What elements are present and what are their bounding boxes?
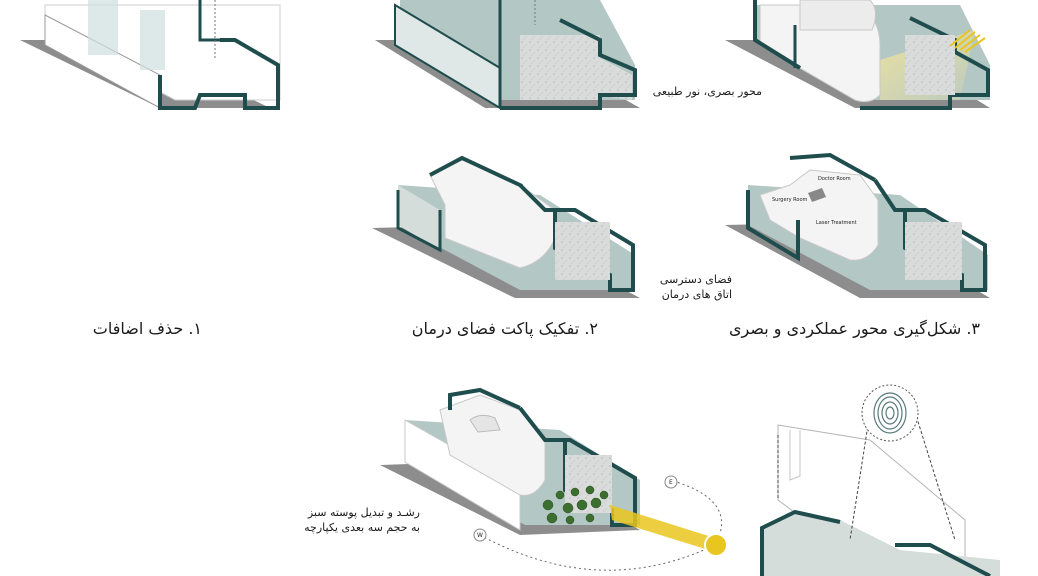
- model-4-side-wall: [398, 185, 440, 250]
- step-2-title: تفکیک پاکت فضای درمان: [411, 319, 580, 338]
- sun-icon: [704, 533, 728, 557]
- compass-east-label: E: [669, 479, 673, 486]
- annotation-green-skin-line2: به حجم سه بعدی یکپارچه: [304, 521, 420, 534]
- model-5-functional-axis: [725, 152, 990, 298]
- model-3-concrete-wall: [905, 35, 955, 95]
- annotation-treatment-access-line2: اتاق های درمان: [661, 288, 732, 301]
- room-label-surgery: Surgery Room: [772, 197, 808, 203]
- model-5-concrete-wall: [905, 222, 962, 280]
- fingerprint-icon: [873, 392, 907, 434]
- model-7-dashed-line: [914, 411, 956, 541]
- step-1-title: حذف اضافات: [92, 319, 184, 338]
- compass-east-marker: [664, 475, 678, 489]
- model-3-volume-upper: [799, 0, 876, 31]
- model-1-glass-partition: [88, 0, 118, 55]
- model-4-wall-outline: [396, 190, 442, 253]
- model-4-envelope: [372, 155, 640, 298]
- model-1-wall-outline: [158, 38, 280, 110]
- model-1-glass-partition: [140, 10, 165, 70]
- annotation-green-skin-line1: رشـد و تبدیل پوسته سبز: [307, 506, 420, 519]
- planting-column: [542, 485, 609, 525]
- annotation-treatment-access: فضای دسترسی اتاق های درمان: [660, 272, 732, 302]
- step-caption-3: ۳. شکل‌گیری محور عملکردی و بصری: [729, 319, 980, 338]
- step-1-number: ۱.: [188, 319, 202, 338]
- model-1-wall-outline: [198, 0, 232, 42]
- model-6-wall-outline: [448, 387, 521, 410]
- room-label-laser: Laser Treatment: [816, 220, 857, 226]
- model-2-concrete-wall: [520, 35, 600, 100]
- sun-path-arc: [479, 479, 723, 571]
- model-5-volume: [759, 169, 879, 261]
- model-2-concrete-wall: [595, 55, 632, 100]
- model-7-dashed-line: [849, 411, 871, 541]
- step-3-number: ۳.: [966, 319, 980, 338]
- compass-west-marker: [473, 528, 487, 542]
- fingerprint-badge: [861, 384, 919, 442]
- step-caption-1: ۱. حذف اضافات: [93, 319, 202, 338]
- model-5-access-marker: [808, 188, 826, 202]
- step-3-title: شکل‌گیری محور عملکردی و بصری: [729, 319, 962, 338]
- model-4-wall-outline: [429, 155, 523, 188]
- model-7-wireframe: [789, 430, 801, 481]
- step-caption-2: ۲. تفکیک پاکت فضای درمان: [412, 319, 598, 338]
- model-6-sun-beam: [610, 505, 715, 552]
- model-2-treatment-envelope: [375, 0, 640, 110]
- model-6-green-skin: [380, 387, 728, 571]
- model-3-visual-axis: [725, 0, 990, 110]
- model-5-wall-outline: [746, 190, 800, 262]
- annotation-green-skin: رشـد و تبدیل پوسته سبز به حجم سه بعدی یک…: [304, 505, 420, 535]
- model-6-concrete-wall: [565, 455, 612, 513]
- compass-west-label: W: [477, 532, 483, 539]
- model-7-identity: [760, 384, 1000, 576]
- model-1-remove-additions: [20, 0, 281, 110]
- model-4-volume: [429, 159, 556, 269]
- model-5-wall-outline: [789, 152, 876, 182]
- step-2-number: ۲.: [584, 319, 598, 338]
- model-7-floor: [762, 512, 1000, 576]
- annotation-visual-axis: محور بصری، نور طبیعی: [652, 85, 762, 98]
- model-7-wireframe: [777, 424, 966, 576]
- sun-rays-icon: [949, 29, 986, 53]
- model-3-wall-outline: [753, 0, 802, 70]
- model-2-wall-outline: [500, 18, 637, 110]
- model-7-wall-outline: [895, 543, 991, 576]
- annotation-treatment-access-line1: فضای دسترسی: [659, 273, 732, 286]
- model-6-cavity: [469, 414, 501, 433]
- model-7-wall-outline: [760, 509, 841, 576]
- model-4-concrete-wall: [555, 222, 610, 280]
- room-label-doctor: Doctor Room: [818, 176, 851, 182]
